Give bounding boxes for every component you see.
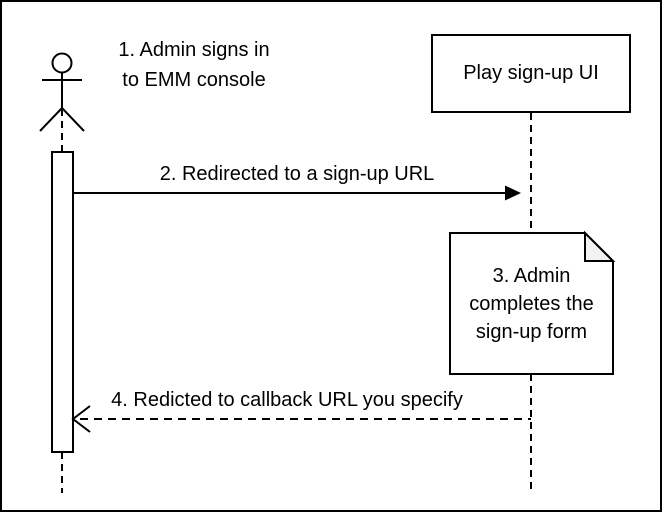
participant-play-signup-ui: Play sign-up UI bbox=[431, 34, 631, 113]
message-2-label: 2. Redirected to a sign-up URL bbox=[159, 163, 435, 185]
message-2-arrow bbox=[73, 185, 521, 201]
message-4-label: 4. Redicted to callback URL you specify bbox=[111, 389, 463, 411]
note-outline bbox=[449, 232, 614, 375]
note-fold-corner-icon bbox=[584, 230, 616, 262]
note-step3-label: 3. Admin completes the sign-up form bbox=[469, 264, 594, 343]
actor-head bbox=[51, 52, 73, 74]
annotation-step1: 1. Admin signs in to EMM console bbox=[118, 39, 270, 91]
filled-arrowhead-icon bbox=[505, 185, 521, 201]
message-4-return-arrow bbox=[71, 405, 531, 433]
actor-legs bbox=[39, 107, 85, 132]
participant-label: Play sign-up UI bbox=[463, 62, 599, 84]
open-arrowhead-icon bbox=[71, 405, 91, 433]
note-shape bbox=[449, 230, 616, 375]
actor-icon bbox=[39, 52, 85, 132]
activation-bar bbox=[51, 151, 74, 453]
